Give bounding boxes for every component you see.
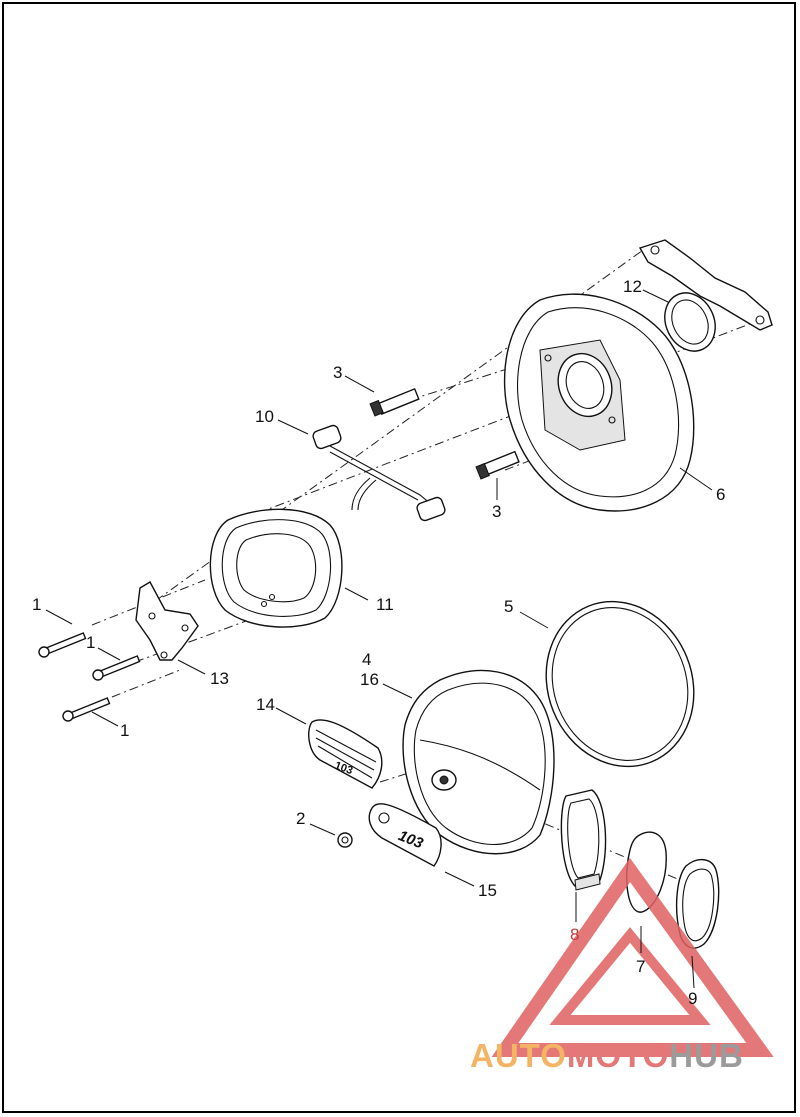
part-12-seal-ring (664, 292, 716, 352)
leader-lines (45, 289, 713, 989)
part-8-filter-frame (560, 789, 607, 891)
callout-labels: 3 10 12 3 6 11 5 1 1 1 13 4 16 14 2 15 8… (32, 277, 725, 1008)
callout-10: 10 (255, 407, 274, 426)
callout-3-upper: 3 (333, 363, 342, 382)
callout-1-bottom: 1 (120, 721, 129, 740)
watermark-logo: AUTOMOTOHUB (470, 857, 774, 1074)
callout-8: 8 (570, 925, 579, 944)
callout-2: 2 (296, 809, 305, 828)
callout-11: 11 (376, 595, 394, 614)
callout-5: 5 (504, 597, 513, 616)
part-11-filter-element (209, 508, 343, 628)
part-13-bracket (135, 581, 199, 661)
trim-badge-text: 103 (333, 760, 354, 778)
watermark-triangle-icon (491, 857, 774, 1057)
rear-bracket-plate (638, 239, 773, 331)
callout-4: 4 (362, 650, 371, 669)
part-5-cover-gasket (545, 600, 695, 768)
part-1-screw-bottom (62, 697, 111, 722)
watermark-part3: HUB (669, 1037, 744, 1074)
callout-1-top: 1 (32, 595, 41, 614)
watermark-part2: MOTO (567, 1037, 669, 1074)
part-9-outer-seal (675, 859, 720, 949)
callout-3-lower: 3 (492, 502, 501, 521)
part-2-cover-bolt (337, 832, 353, 848)
part-3-breather-bolt-upper (369, 387, 420, 417)
callout-15: 15 (478, 881, 497, 900)
watermark-part1: AUTO (470, 1037, 567, 1074)
callout-7: 7 (636, 957, 645, 976)
part-7-filter-media (626, 831, 667, 913)
watermark-text: AUTOMOTOHUB (470, 1037, 744, 1074)
callout-6: 6 (716, 485, 725, 504)
part-14-trim-insert: 103 (308, 719, 383, 789)
callout-14: 14 (256, 695, 275, 714)
part-1-screw-middle (92, 655, 141, 681)
callout-12: 12 (623, 277, 642, 296)
callout-13: 13 (210, 669, 229, 688)
callout-9: 9 (688, 989, 697, 1008)
part-15-badge-plate: 103 (368, 803, 442, 867)
watermark-inner-triangle-icon (549, 927, 711, 1025)
part-1-screw-top (38, 632, 87, 658)
callout-1-middle: 1 (86, 633, 95, 652)
part-4-16-air-cleaner-cover (402, 669, 555, 855)
part-3-breather-bolt-lower (475, 450, 520, 480)
part-10-breather-tube (312, 424, 446, 522)
callout-16: 16 (360, 670, 379, 689)
part-6-backplate (503, 293, 695, 512)
